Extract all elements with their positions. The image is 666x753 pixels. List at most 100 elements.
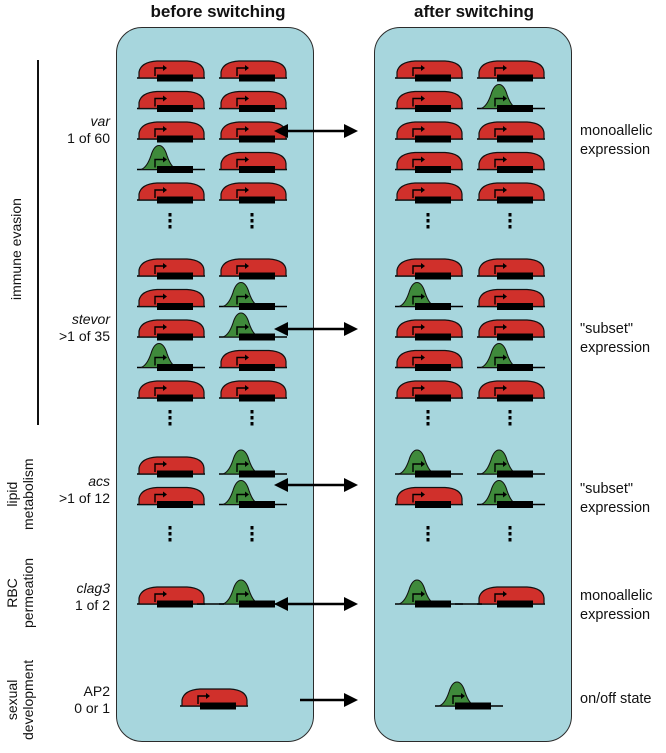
clag3-outcome-label: monoallelic expression [580, 587, 666, 625]
var-before-gene-2-1 [219, 121, 287, 143]
acs-ellipsis-0-1 [250, 526, 254, 542]
var-ellipsis-0-1 [250, 213, 254, 229]
acs-outcome-line1: "subset" [580, 481, 634, 497]
var-after-gene-0-1 [477, 60, 545, 82]
stevor-after-gene-3-1 [477, 342, 545, 371]
stevor-after-gene-1-0 [395, 281, 463, 310]
stevor-ellipsis-1-1 [508, 410, 512, 426]
clag3-gene-count: 1 of 2 [74, 597, 110, 613]
acs-before-gene-0-0 [137, 456, 205, 478]
stevor-ellipsis-0-0 [168, 410, 172, 426]
var-before-gene-4-0 [137, 182, 205, 204]
stevor-ellipsis-1-0 [426, 410, 430, 426]
clag3-gene-name: clag3 [76, 580, 110, 596]
var-before-gene-4-1 [219, 182, 287, 204]
ap2-outcome-line1: on/off state [580, 691, 652, 707]
stevor-before-gene-1-1 [219, 281, 287, 310]
stevor-gene-count: >1 of 35 [59, 328, 110, 344]
stevor-before-gene-0-0 [137, 258, 205, 280]
stevor-ellipsis-0-1 [250, 410, 254, 426]
acs-after-gene-1-1 [477, 479, 545, 508]
stevor-before-gene-3-1 [219, 349, 287, 371]
after-switching-header: after switching [414, 2, 534, 21]
acs-double-arrow-icon [274, 478, 358, 492]
acs-after-gene-1-0 [395, 486, 463, 508]
var-before-gene-1-0 [137, 90, 205, 112]
stevor-before-gene-4-1 [219, 380, 287, 402]
stevor-outcome-label: "subset" expression [580, 320, 666, 358]
acs-gene-name: acs [88, 473, 110, 489]
ap2-right-arrow-icon [300, 693, 358, 707]
var-outcome-line2: expression [580, 142, 651, 158]
acs-ellipsis-0-0 [168, 526, 172, 542]
clag3-outcome-line2: expression [580, 607, 651, 623]
stevor-after-gene-0-1 [477, 258, 545, 280]
var-after-gene-3-1 [477, 151, 545, 173]
var-after-gene-3-0 [395, 151, 463, 173]
stevor-before-gene-3-0 [137, 342, 205, 371]
stevor-before-gene-4-0 [137, 380, 205, 402]
var-gene-label: var 1 of 60 [0, 113, 110, 147]
clag3-before-gene-1 [219, 579, 287, 608]
ap2-after-gene [435, 681, 503, 710]
stevor-before-gene-1-0 [137, 288, 205, 310]
ap2-outcome-label: on/off state [580, 690, 666, 709]
acs-outcome-label: "subset" expression [580, 480, 666, 518]
clag3-before-gene-0 [137, 586, 205, 608]
acs-ellipsis-1-1 [508, 526, 512, 542]
acs-after-gene-0-1 [477, 449, 545, 478]
var-before-gene-0-0 [137, 60, 205, 82]
var-after-gene-1-1 [477, 83, 545, 112]
clag3-after-gene-0 [395, 579, 463, 608]
var-before-gene-3-0 [137, 144, 205, 173]
ap2-before-gene [180, 688, 248, 710]
var-before-gene-3-1 [219, 151, 287, 173]
stevor-outcome-line2: expression [580, 340, 651, 356]
stevor-after-gene-2-1 [477, 319, 545, 341]
var-after-gene-1-0 [395, 90, 463, 112]
clag3-gene-label: clag3 1 of 2 [0, 580, 110, 614]
clag3-after-gene-1 [477, 586, 545, 608]
stevor-gene-name: stevor [71, 311, 110, 327]
acs-before-gene-1-1 [219, 479, 287, 508]
stevor-gene-label: stevor >1 of 35 [0, 311, 110, 345]
stevor-after-gene-1-1 [477, 288, 545, 310]
var-gene-name: var [90, 113, 110, 129]
var-double-arrow-icon [274, 124, 358, 138]
var-outcome-label: monoallelic expression [580, 122, 666, 160]
var-before-gene-2-0 [137, 121, 205, 143]
var-gene-count: 1 of 60 [67, 130, 110, 146]
acs-gene-count: >1 of 12 [59, 490, 110, 506]
acs-ellipsis-1-0 [426, 526, 430, 542]
var-after-gene-2-1 [477, 121, 545, 143]
var-ellipsis-1-1 [508, 213, 512, 229]
acs-before-gene-0-1 [219, 449, 287, 478]
before-switching-header: before switching [150, 2, 286, 21]
stevor-double-arrow-icon [274, 322, 358, 336]
stevor-outcome-line1: "subset" [580, 321, 634, 337]
acs-after-gene-0-0 [395, 449, 463, 478]
stevor-after-gene-4-0 [395, 380, 463, 402]
var-outcome-line1: monoallelic [580, 123, 653, 139]
stevor-after-gene-2-0 [395, 319, 463, 341]
acs-gene-label: acs >1 of 12 [0, 473, 110, 507]
clag3-double-arrow-icon [274, 597, 358, 611]
ap2-gene-name: AP2 [83, 683, 110, 699]
clag3-outcome-line1: monoallelic [580, 588, 653, 604]
var-ellipsis-0-0 [168, 213, 172, 229]
stevor-before-gene-2-0 [137, 319, 205, 341]
var-before-gene-1-1 [219, 90, 287, 112]
stevor-after-gene-0-0 [395, 258, 463, 280]
var-after-gene-4-0 [395, 182, 463, 204]
var-after-gene-4-1 [477, 182, 545, 204]
var-after-gene-2-0 [395, 121, 463, 143]
stevor-after-gene-3-0 [395, 349, 463, 371]
stevor-before-gene-2-1 [219, 312, 287, 341]
ap2-gene-count: 0 or 1 [74, 700, 110, 716]
ap2-gene-label: AP2 0 or 1 [0, 683, 110, 717]
stevor-before-gene-0-1 [219, 258, 287, 280]
acs-outcome-line2: expression [580, 500, 651, 516]
